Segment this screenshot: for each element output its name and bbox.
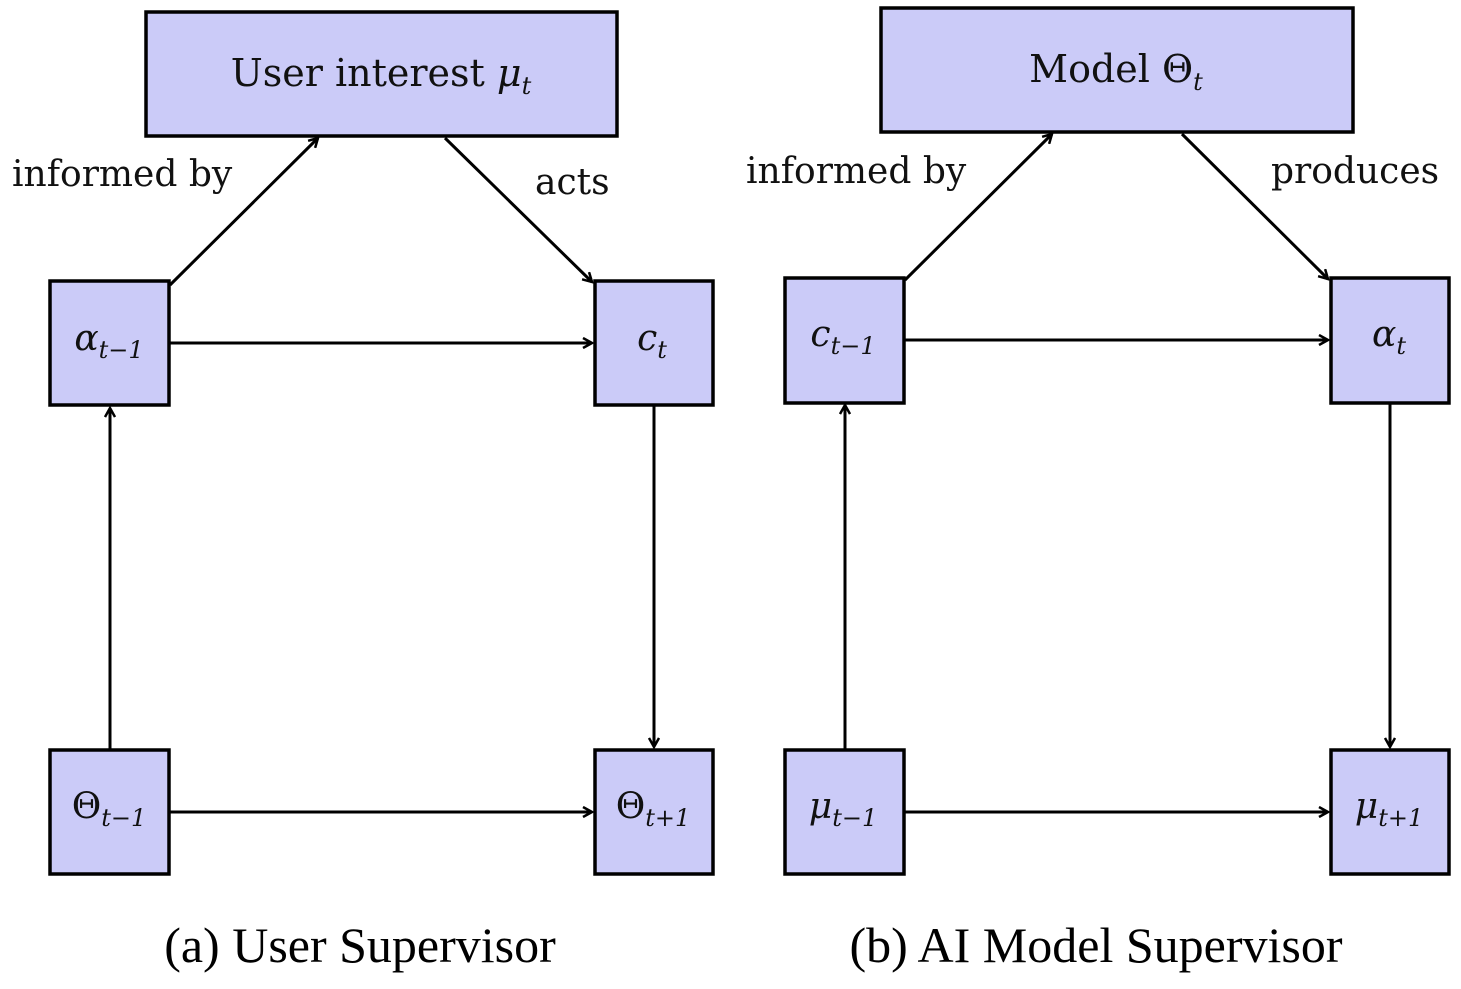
node-a-theta-next: Θt+1 (593, 748, 715, 876)
node-b-alpha: αt (1329, 276, 1451, 405)
node-a-theta-prev: Θt−1 (48, 748, 171, 876)
node-b-mu-prev: μt−1 (783, 748, 906, 876)
node-a-c-sub: t (657, 336, 667, 364)
node-b-model-symbol: Θ (1162, 47, 1193, 91)
node-a-c-symbol: c (637, 318, 657, 359)
node-b-mu-next-sub: t+1 (1378, 804, 1423, 832)
caption-b: (b) AI Model Supervisor (850, 917, 1343, 973)
node-b-c-prev-sub: t−1 (831, 332, 876, 360)
label-a-acts: acts (535, 162, 610, 203)
svg-text:ct−1: ct−1 (810, 314, 875, 360)
edge-a-alpha-to-user-interest (168, 138, 318, 287)
node-b-c-prev-symbol: c (810, 314, 830, 355)
caption-a: (a) User Supervisor (164, 917, 556, 973)
panel-a-user-supervisor: User interest μt αt−1 ct Θt−1 (12, 10, 715, 973)
node-b-mu-prev-sub: t−1 (832, 804, 877, 832)
svg-text:μt+1: μt+1 (1355, 786, 1423, 832)
node-b-alpha-symbol: α (1372, 314, 1396, 355)
node-b-mu-next-symbol: μ (1355, 786, 1378, 827)
edge-b-model-to-alpha (1180, 132, 1328, 279)
node-a-theta-next-symbol: Θ (616, 786, 646, 827)
edge-b-c-to-model (903, 134, 1052, 282)
svg-text:User interest μt: User interest μt (231, 51, 532, 100)
svg-text:Θt+1: Θt+1 (616, 786, 691, 832)
node-b-model-sub: t (1193, 68, 1203, 96)
label-b-informed-by: informed by (746, 151, 967, 192)
node-a-user-interest: User interest μt (144, 10, 619, 138)
svg-text:αt: αt (1372, 314, 1406, 360)
node-a-alpha-prev-sub: t−1 (99, 336, 144, 364)
node-a-user-interest-sub: t (522, 72, 532, 100)
svg-text:αt−1: αt−1 (74, 318, 143, 364)
node-a-theta-next-sub: t+1 (645, 804, 690, 832)
node-a-user-interest-symbol: μ (497, 51, 522, 95)
svg-text:μt−1: μt−1 (809, 786, 877, 832)
node-b-mu-next: μt+1 (1329, 748, 1451, 876)
panel-b-ai-model-supervisor: Model Θt ct−1 αt μt−1 (746, 6, 1451, 973)
node-a-theta-prev-sub: t−1 (101, 804, 146, 832)
svg-text:ct: ct (637, 318, 667, 364)
edge-a-user-interest-to-c (443, 136, 592, 282)
svg-text:Θt−1: Θt−1 (72, 786, 147, 832)
node-b-alpha-sub: t (1396, 332, 1406, 360)
node-a-user-interest-text: User interest (231, 51, 497, 95)
node-a-theta-prev-symbol: Θ (72, 786, 102, 827)
svg-text:Model Θt: Model Θt (1029, 47, 1203, 96)
node-b-model-text: Model (1029, 47, 1162, 91)
node-a-c: ct (593, 279, 715, 407)
node-a-alpha-prev-symbol: α (74, 318, 98, 359)
node-b-c-prev: ct−1 (783, 276, 906, 405)
node-a-alpha-prev: αt−1 (48, 279, 171, 407)
label-b-produces: produces (1271, 151, 1439, 192)
node-b-model: Model Θt (879, 6, 1355, 134)
node-b-mu-prev-symbol: μ (809, 786, 832, 827)
label-a-informed-by: informed by (12, 154, 233, 195)
